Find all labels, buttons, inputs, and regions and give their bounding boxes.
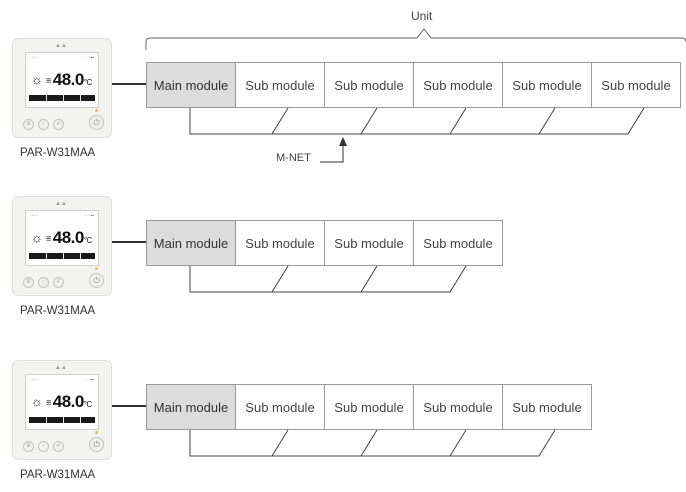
menu-button-icon: ≡ <box>23 441 34 452</box>
display-bar-divider <box>46 417 47 423</box>
display-bar-divider <box>63 95 64 101</box>
sub-module-box: Sub module <box>502 62 592 108</box>
display-bar-divider <box>80 253 81 259</box>
m-net-cable <box>189 429 556 457</box>
confirm-button-icon: ✓ <box>53 441 64 452</box>
power-button-icon: ⏻ <box>89 437 104 452</box>
remote-controller-image: ▲▲ ····· ··· ▪▪ ☼≡ 48.0°C ≡ ◦ ✓ ⏻ <box>12 360 112 460</box>
display-function-bar <box>29 417 95 423</box>
remote-controller-image: ▲▲ ····· ··· ▪▪ ☼≡ 48.0°C ≡ ◦ ✓ ⏻ <box>12 196 112 296</box>
sub-module-box: Sub module <box>413 384 503 430</box>
configuration-row-1: ▲▲ ····· ··· ▪▪ ☼≡ 48.0°C ≡ ◦ ✓ ⏻ PAR-W31MAA Main… <box>0 38 686 168</box>
display-status-text: ····· <box>30 377 39 383</box>
status-led <box>95 267 98 270</box>
configuration-row-2: ▲▲ ····· ··· ▪▪ ☼≡ 48.0°C ≡ ◦ ✓ ⏻ PAR-W31MAA Main… <box>0 196 686 326</box>
controller-model-label: PAR-W31MAA <box>20 469 96 481</box>
controller-connection-line <box>112 83 146 85</box>
back-button-icon: ◦ <box>38 119 49 130</box>
display-status-text: ··· ▪▪ <box>84 55 94 61</box>
menu-button-icon: ≡ <box>23 119 34 130</box>
m-net-label: M-NET <box>276 152 311 164</box>
sub-module-box: Sub module <box>591 62 681 108</box>
controller-display: ····· ··· ▪▪ ☼≡ 48.0°C <box>25 52 99 108</box>
back-button-icon: ◦ <box>38 441 49 452</box>
back-button-icon: ◦ <box>38 277 49 288</box>
controller-display: ····· ··· ▪▪ ☼≡ 48.0°C <box>25 210 99 266</box>
sub-module-box: Sub module <box>235 384 325 430</box>
controller-model-label: PAR-W31MAA <box>20 305 96 317</box>
m-net-wiring <box>189 107 645 135</box>
m-net-wiring <box>189 265 467 293</box>
remote-controller-image: ▲▲ ····· ··· ▪▪ ☼≡ 48.0°C ≡ ◦ ✓ ⏻ <box>12 38 112 138</box>
confirm-button-icon: ✓ <box>53 119 64 130</box>
controller-connection-line <box>112 405 146 407</box>
power-button-icon: ⏻ <box>89 115 104 130</box>
unit-label: Unit <box>411 9 433 23</box>
main-module-box: Main module <box>146 220 236 266</box>
controller-model-label: PAR-W31MAA <box>20 147 96 159</box>
display-bar-divider <box>80 417 81 423</box>
main-module-box: Main module <box>146 384 236 430</box>
display-bar-divider <box>63 417 64 423</box>
display-function-bar <box>29 253 95 259</box>
main-module-box: Main module <box>146 62 236 108</box>
sub-module-box: Sub module <box>324 62 414 108</box>
display-bar-divider <box>46 253 47 259</box>
sub-module-box: Sub module <box>413 220 503 266</box>
unit-brace <box>145 28 686 50</box>
sub-module-box: Sub module <box>235 62 325 108</box>
sun-icon: ☼ <box>31 394 43 409</box>
sun-icon: ☼ <box>31 230 43 245</box>
display-temperature: ≡ 48.0°C <box>46 70 92 89</box>
display-temperature: ≡ 48.0°C <box>46 392 92 411</box>
status-led <box>95 431 98 434</box>
m-net-cable <box>189 107 645 135</box>
display-status-text: ····· <box>30 55 39 61</box>
power-button-icon: ⏻ <box>89 273 104 288</box>
sub-module-box: Sub module <box>235 220 325 266</box>
sub-module-box: Sub module <box>413 62 503 108</box>
confirm-button-icon: ✓ <box>53 277 64 288</box>
display-bar-divider <box>46 95 47 101</box>
display-status-text: ····· <box>30 213 39 219</box>
status-led <box>95 109 98 112</box>
brand-logo-icon: ▲▲ <box>55 201 67 207</box>
brand-logo-icon: ▲▲ <box>55 365 67 371</box>
configuration-row-3: ▲▲ ····· ··· ▪▪ ☼≡ 48.0°C ≡ ◦ ✓ ⏻ PAR-W31MAA Main… <box>0 360 686 490</box>
display-bar-divider <box>80 95 81 101</box>
m-net-wiring <box>189 429 556 457</box>
controller-display: ····· ··· ▪▪ ☼≡ 48.0°C <box>25 374 99 430</box>
menu-button-icon: ≡ <box>23 277 34 288</box>
sub-module-box: Sub module <box>502 384 592 430</box>
sun-icon: ☼ <box>31 72 43 87</box>
m-net-cable <box>189 265 467 293</box>
brand-logo-icon: ▲▲ <box>55 43 67 49</box>
display-bar-divider <box>63 253 64 259</box>
display-status-text: ··· ▪▪ <box>84 213 94 219</box>
display-temperature: ≡ 48.0°C <box>46 228 92 247</box>
display-function-bar <box>29 95 95 101</box>
display-status-text: ··· ▪▪ <box>84 377 94 383</box>
controller-connection-line <box>112 241 146 243</box>
